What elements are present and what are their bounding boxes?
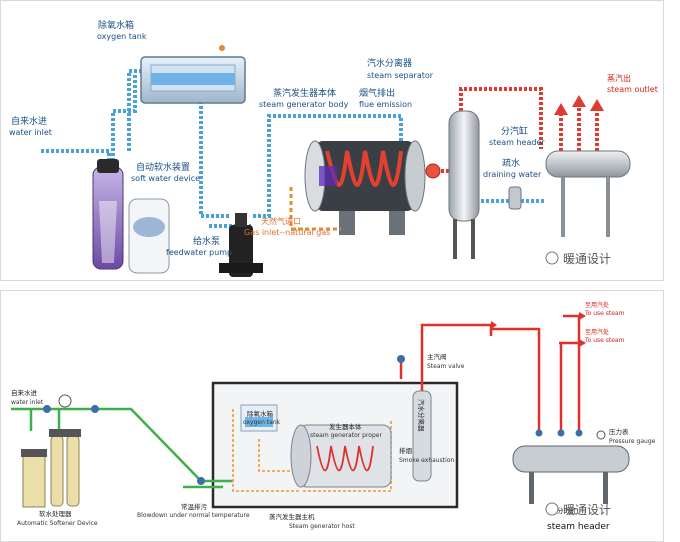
watermark-icon: [545, 251, 559, 265]
flue-label-en: flue emission: [359, 100, 412, 109]
bottom-water-inlet-label-en: water inlet: [11, 399, 44, 406]
bottom-separator-label: 汽水分离器: [417, 399, 426, 432]
gauge-label-en: Pressure gauge: [609, 438, 656, 445]
water-pipes: [11, 407, 233, 489]
drain-label-en: draining water: [483, 170, 542, 179]
host-label-en: Steam generator host: [289, 523, 355, 530]
use-steam-2-en: To use steam: [584, 337, 625, 344]
steam-header-label-en: steam header: [489, 138, 545, 147]
use-steam-1-cn: 至用汽处: [585, 301, 609, 309]
steam-use-arrows: [491, 312, 586, 347]
softener-label-en: Automatic Softener Device: [17, 520, 98, 527]
separator-label-en: steam separator: [367, 71, 434, 80]
soft-water-device: [92, 159, 170, 274]
bottom-water-inlet-label-cn: 自来水进: [11, 388, 38, 397]
blowdown-label-en: Blowdown under normal temperature: [137, 512, 250, 519]
top-diagram-panel: 除氧水箱 oxygen tank 自来水进 water inlet 自动软水装置…: [0, 0, 664, 281]
steam-header: [508, 150, 631, 237]
bottom-oxygen-tank: [240, 404, 278, 432]
steam-outlet-label-cn: 蒸汽出: [607, 73, 631, 83]
host-label-cn: 蒸汽发生器主机: [269, 512, 315, 521]
steam-valve-label-en: Steam valve: [427, 363, 465, 370]
inlet-valves: [43, 405, 205, 485]
bottom-watermark-text: 暖通设计: [563, 503, 611, 517]
soft-water-label-en: soft water device: [131, 174, 200, 183]
steam-generator-body: [304, 140, 441, 235]
blowdown-label-cn: 常温排污: [181, 502, 208, 511]
softener-label-cn: 软水处理器: [39, 509, 72, 518]
bottom-watermark-icon: [545, 502, 559, 516]
gas-pipe: [289, 187, 341, 231]
bottom-header-label-cn: 分汽缸: [557, 506, 577, 515]
smoke-label-en: Smoke exhaustion: [399, 457, 454, 464]
steam-pipes: [399, 314, 581, 431]
gas-inlet-label-cn: 天然气进口: [261, 216, 301, 226]
feedwater-pump-label-cn: 给水泵: [193, 235, 220, 247]
bottom-steam-header: [512, 429, 630, 504]
oxygen-tank-label-en: oxygen tank: [97, 32, 147, 41]
steam-outlet-arrows: [554, 95, 604, 115]
flue-label-cn: 烟气排出: [359, 87, 395, 99]
steam-generator-proper: [290, 424, 392, 488]
proper-label-cn: 发生器本体: [329, 422, 362, 431]
feedwater-pump: [219, 213, 263, 277]
bottom-tank-label-cn: 除氧水箱: [247, 409, 274, 418]
drain-label-cn: 疏水: [502, 157, 520, 169]
oxygen-tank-label-cn: 除氧水箱: [98, 19, 134, 31]
steam-separator: [448, 110, 480, 259]
top-diagram: 除氧水箱 oxygen tank 自来水进 water inlet 自动软水装置…: [9, 19, 658, 277]
bottom-steam-separator: [412, 390, 432, 482]
watermark-text: 暖通设计: [563, 252, 611, 266]
soft-water-label-cn: 自动软水装置: [136, 161, 190, 173]
gauge-label-cn: 压力表: [609, 427, 629, 436]
steam-valve-icon: [397, 355, 405, 363]
generator-body-label-cn: 蒸汽发生器本体: [273, 87, 336, 99]
oxygen-tank: [140, 45, 246, 104]
steam-header-label-cn: 分汽缸: [501, 125, 528, 137]
bottom-diagram: 软水处理器 Automatic Softener Device 自来水进 wat…: [11, 301, 656, 532]
steam-valve-label-cn: 主汽阀: [427, 352, 447, 361]
internal-pipes: [232, 409, 392, 492]
generator-body-label-en: steam generator body: [259, 100, 349, 109]
inlet-gauge-icon: [58, 394, 72, 408]
steam-outlet-label-en: steam outlet: [607, 85, 658, 94]
bottom-diagram-panel: 软水处理器 Automatic Softener Device 自来水进 wat…: [0, 290, 664, 542]
bottom-tank-label-en: oxygen tank: [243, 419, 281, 426]
smoke-label-cn: 排烟: [399, 446, 413, 455]
softener-device: [21, 429, 81, 508]
gas-inlet-label-en: Gas inlet--natural gas: [244, 228, 330, 237]
water-inlet-label-cn: 自来水进: [11, 115, 47, 127]
use-steam-1-en: To use steam: [584, 310, 625, 317]
proper-label-en: steam generator proper: [310, 432, 382, 439]
steam-pipes: [431, 87, 599, 173]
feedwater-pump-label-en: feedwater pump: [166, 248, 232, 257]
bottom-header-label-en: steam header: [547, 522, 610, 532]
separator-label-cn: 汽水分离器: [367, 57, 412, 69]
water-inlet-label-en: water inlet: [9, 128, 52, 137]
use-steam-2-cn: 至用汽处: [585, 328, 609, 336]
